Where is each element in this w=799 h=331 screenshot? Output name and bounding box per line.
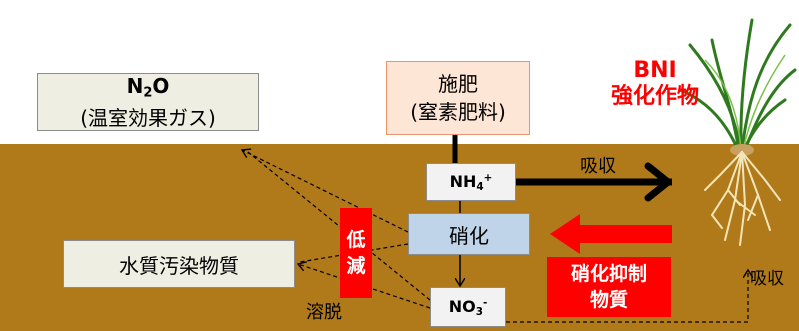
uptake-label: 吸収 (750, 269, 784, 289)
water-dashed-arrow-1 (299, 243, 409, 263)
leaching-label: 溶脱 (306, 302, 342, 323)
absorption-label: 吸収 (580, 156, 616, 177)
inhibitor-box: 硝化抑制 物質 (547, 257, 671, 317)
n2o-dashed-arrow-1 (242, 150, 409, 233)
water-pollution-box: 水質汚染物質 (63, 240, 295, 288)
inhibitor-line1: 硝化抑制 (570, 263, 647, 285)
nitrate-box: NO3- (430, 287, 506, 327)
n2o-formula: N2O (126, 74, 170, 101)
fertilizer-box: 施肥 (窒素肥料) (386, 61, 530, 135)
fertilizer-title: 施肥 (438, 72, 478, 96)
nitrate-formula: NO3- (448, 296, 488, 318)
plant-leaves (678, 18, 797, 152)
plant-base (730, 144, 754, 156)
bni-crop-label: BNI 強化作物 (610, 58, 699, 109)
ammonium-formula: NH4+ (449, 171, 493, 193)
absorption-arrowhead (644, 162, 672, 202)
fertilizer-caption: (窒素肥料) (410, 100, 506, 124)
water-pollution-label: 水質汚染物質 (119, 253, 239, 278)
nitrification-box: 硝化 (408, 213, 530, 255)
reduction-badge: 低 減 (340, 208, 372, 298)
nitrate-uptake-dashed (506, 270, 748, 323)
ammonium-box: NH4+ (426, 163, 516, 201)
inhibitor-line2: 物質 (589, 289, 628, 311)
water-dashed-arrow-2 (298, 264, 431, 309)
n2o-box: N2O (温室効果ガス) (37, 73, 259, 131)
plant-roots (704, 151, 781, 246)
n2o-caption: (温室効果ガス) (80, 105, 216, 130)
inhibitor-arrow (550, 214, 672, 254)
nitrification-label: 硝化 (449, 223, 489, 248)
plant-leaves-light (704, 54, 786, 151)
